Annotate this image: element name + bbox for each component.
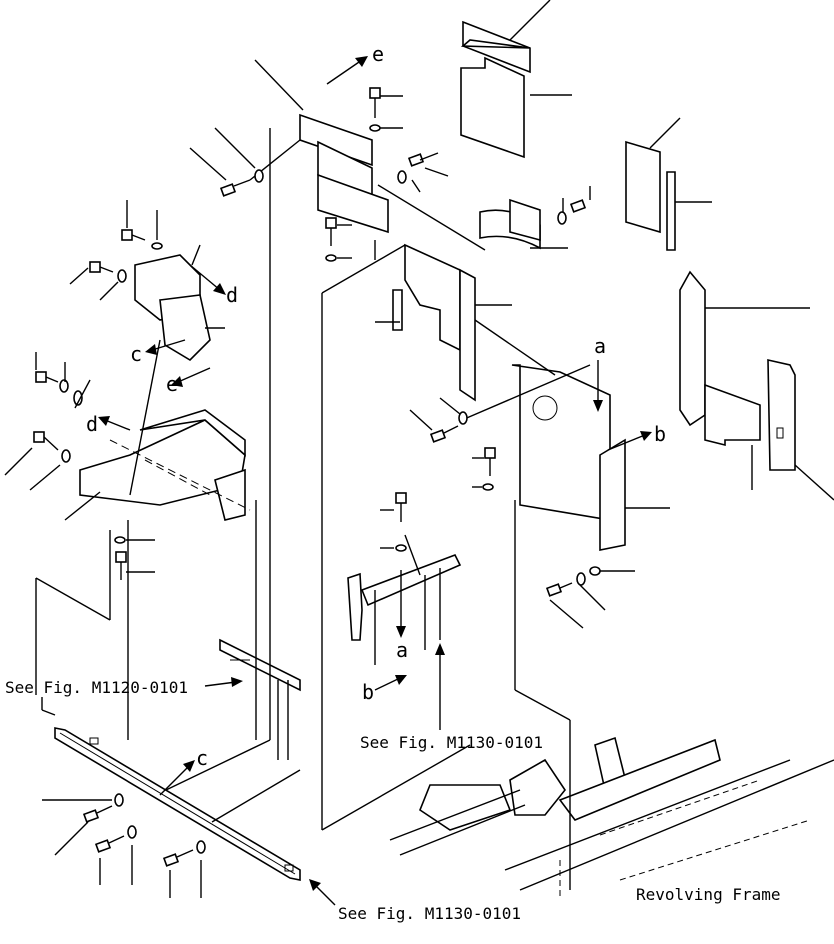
small-mid-bracket xyxy=(219,638,301,692)
marker-b-lower: b xyxy=(362,680,375,704)
top-cover-plate xyxy=(460,0,572,159)
marker-c-left: c xyxy=(130,342,143,366)
marker-e-left: e xyxy=(166,372,179,396)
left-upper-brackets xyxy=(134,244,225,362)
marker-d-upper: d xyxy=(226,283,239,307)
marker-d-left: d xyxy=(86,412,99,436)
center-upper-bracket xyxy=(254,59,486,251)
marker-e-top: e xyxy=(372,42,385,66)
marker-c-bottom: c xyxy=(196,746,209,770)
marker-a-lower: a xyxy=(396,638,409,662)
center-vertical-bracket xyxy=(375,243,512,402)
marker-b-right: b xyxy=(654,422,667,446)
connection-lines xyxy=(35,128,591,890)
bottom-rail xyxy=(54,727,301,881)
direction-arrows xyxy=(98,56,652,906)
lower-handle-assembly xyxy=(347,534,462,665)
reference-m1120-left: See Fig. M1120-0101 xyxy=(5,678,189,697)
left-bottom-cover xyxy=(64,409,246,521)
right-side-panels xyxy=(679,270,834,501)
marker-a-upper: a xyxy=(594,334,607,358)
reference-m1130-bottom: See Fig. M1130-0101 xyxy=(338,904,522,923)
right-upper-panel xyxy=(625,117,712,251)
reference-m1130-center: See Fig. M1130-0101 xyxy=(360,733,544,752)
main-mounting-plate xyxy=(511,364,670,551)
revolving-frame-label: Revolving Frame xyxy=(636,885,781,904)
curved-bracket xyxy=(479,198,568,250)
bolts-and-washers xyxy=(4,87,635,898)
revolving-frame xyxy=(389,736,834,900)
